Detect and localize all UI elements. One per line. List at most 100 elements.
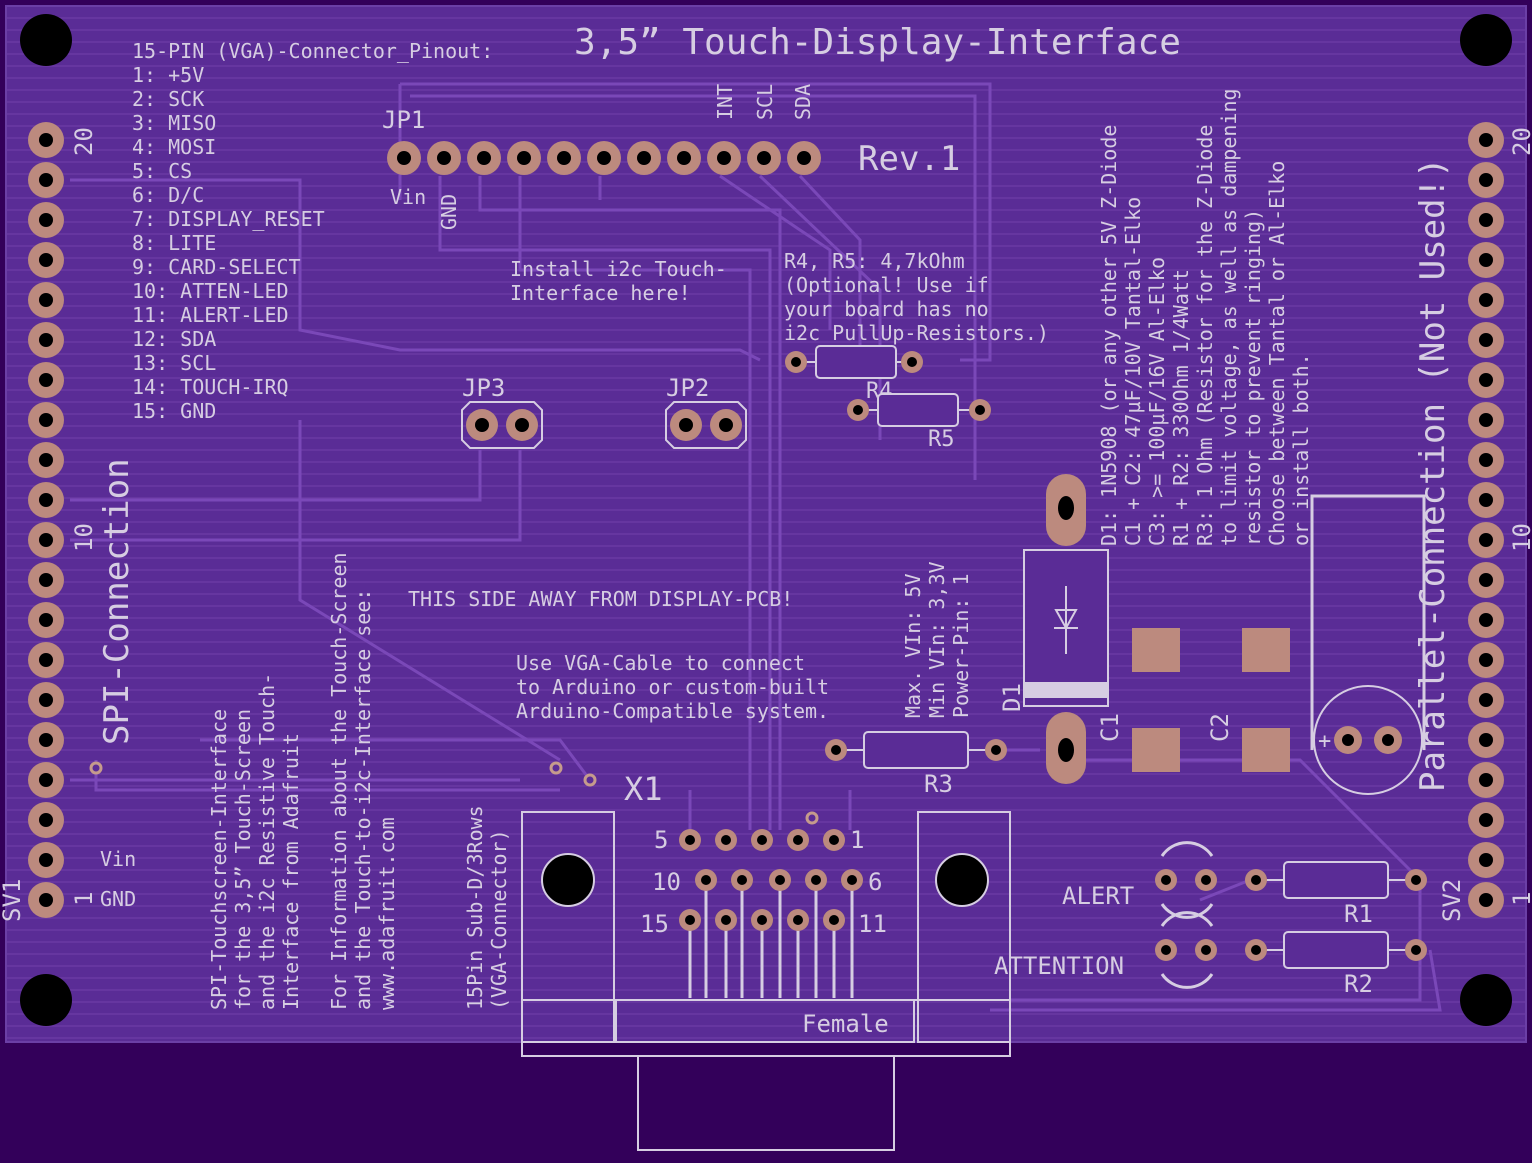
x1-pin-hole xyxy=(847,875,857,885)
sv1-pin xyxy=(28,522,64,558)
led-pad-hole xyxy=(1161,875,1171,885)
pinout-line: 7: DISPLAY_RESET xyxy=(132,207,325,231)
note-line: 15Pin Sub-D/3Rows xyxy=(463,805,487,1010)
sv1-pin xyxy=(28,362,64,398)
sv1-pin xyxy=(28,482,64,518)
sv2-pin-1-number: 1 xyxy=(1508,892,1532,906)
sv1-pin-hole xyxy=(39,853,53,867)
sv1-pin-20-number: 20 xyxy=(70,127,98,156)
sv1-pin xyxy=(28,642,64,678)
sv1-pin-hole xyxy=(39,453,53,467)
pinout-line: 8: LITE xyxy=(132,231,216,255)
sv2-pin-hole xyxy=(1479,493,1493,507)
x1-pin-hole xyxy=(829,915,839,925)
pinout-line: 11: ALERT-LED xyxy=(132,303,289,327)
note-line: R3: 1 Ohm (Resistor for the Z-Diode xyxy=(1193,125,1217,546)
note-line: i2c PullUp-Resistors.) xyxy=(784,321,1049,345)
sv2-pin-hole xyxy=(1479,613,1493,627)
i2c-install-note: Install i2c Touch- Interface here! xyxy=(510,257,727,305)
pinout-line: 9: CARD-SELECT xyxy=(132,255,301,279)
sv1-pin xyxy=(28,602,64,638)
c1-pad xyxy=(1132,628,1180,672)
sv2-pin-hole xyxy=(1479,173,1493,187)
sv2-pin xyxy=(1468,402,1504,438)
pinout-header: 15-PIN (VGA)-Connector_Pinout: xyxy=(132,39,493,63)
sv1-pin-hole xyxy=(39,893,53,907)
sv2-pin-hole xyxy=(1479,573,1493,587)
jp1-pin-hole xyxy=(717,151,731,165)
r5-label: R5 xyxy=(928,427,955,452)
note-line: SPI-Touchscreen-Interface xyxy=(207,709,231,1010)
note-line: D1: 1N5908 (or any other 5V Z-Diode xyxy=(1097,125,1121,546)
x1-pin xyxy=(787,909,809,931)
x1-pin-5-number: 5 xyxy=(654,826,668,854)
sv1-pin xyxy=(28,682,64,718)
x1-connector xyxy=(521,811,1011,1151)
sv2-pin-hole xyxy=(1479,853,1493,867)
x1-pin xyxy=(695,869,717,891)
sv1-pin xyxy=(28,282,64,318)
sv2-pin xyxy=(1468,162,1504,198)
pinout-line: 14: TOUCH-IRQ xyxy=(132,375,289,399)
sv2-pin xyxy=(1468,482,1504,518)
mounting-hole-top-right xyxy=(1460,14,1512,66)
sv2-pin xyxy=(1468,802,1504,838)
c3-pad-hole xyxy=(1382,734,1394,746)
x1-pin xyxy=(823,909,845,931)
sv2-pin-hole xyxy=(1479,413,1493,427)
jp1-pin xyxy=(427,141,461,175)
note-line: Interface here! xyxy=(510,281,691,305)
info-note: For Information about the Touch-Screen a… xyxy=(327,552,399,1010)
board-title: 3,5” Touch-Display-Interface xyxy=(574,22,1181,63)
sv1-pin xyxy=(28,762,64,798)
parts-note: D1: 1N5908 (or any other 5V Z-Diode C1 +… xyxy=(1097,88,1313,546)
sv2-pin-10-number: 10 xyxy=(1508,523,1532,552)
x1-pin-hole xyxy=(757,915,767,925)
r4-pad-hole xyxy=(791,357,801,367)
r1-label: R1 xyxy=(1344,900,1373,928)
jp3-header xyxy=(461,401,543,449)
note-line: Install i2c Touch- xyxy=(510,257,727,281)
x1-pin-6-number: 6 xyxy=(868,868,882,896)
resistor-r1 xyxy=(1245,861,1427,899)
led-pad-hole xyxy=(1201,875,1211,885)
led-pad-hole xyxy=(1201,945,1211,955)
jp3-label: JP3 xyxy=(462,374,505,402)
x1-pin xyxy=(715,829,737,851)
x1-pin xyxy=(769,869,791,891)
sv2-pin xyxy=(1468,362,1504,398)
jp3-pad-hole xyxy=(475,418,489,432)
sv2-pin xyxy=(1468,322,1504,358)
sv2-pin-hole xyxy=(1479,213,1493,227)
x1-mount-hole-right xyxy=(935,853,989,907)
c2-pad xyxy=(1242,728,1290,772)
x1-pin xyxy=(715,909,737,931)
subd-note: 15Pin Sub-D/3Rows (VGA-Connector) xyxy=(463,805,511,1010)
sv2-pin-20-number: 20 xyxy=(1508,127,1532,156)
sv2-pin-hole xyxy=(1479,653,1493,667)
x1-pin-hole xyxy=(685,835,695,845)
jp2-label: JP2 xyxy=(666,374,709,402)
sv2-pin xyxy=(1468,122,1504,158)
note-line: Choose between Tantal or Al-Elko xyxy=(1265,161,1289,546)
x1-pin-hole xyxy=(737,875,747,885)
capacitor-c1 xyxy=(1132,628,1180,772)
pinout-line: 6: D/C xyxy=(132,183,204,207)
r2-pad-hole xyxy=(1411,945,1421,955)
note-line: R4, R5: 4,7kOhm xyxy=(784,249,965,273)
x1-pin xyxy=(679,829,701,851)
capacitor-c3 xyxy=(1310,494,1426,795)
sv1-pin xyxy=(28,202,64,238)
via xyxy=(583,773,597,787)
x1-label: X1 xyxy=(624,770,663,808)
sv1-pin-hole xyxy=(39,693,53,707)
resistor-r5 xyxy=(847,393,991,427)
x1-pin-11-number: 11 xyxy=(858,910,887,938)
sv1-pin xyxy=(28,842,64,878)
sv1-pin xyxy=(28,322,64,358)
sv2-pin xyxy=(1468,602,1504,638)
note-line: Interface from Adafruit xyxy=(279,733,303,1010)
d1-label: D1 xyxy=(998,683,1026,712)
x1-pin xyxy=(841,869,863,891)
